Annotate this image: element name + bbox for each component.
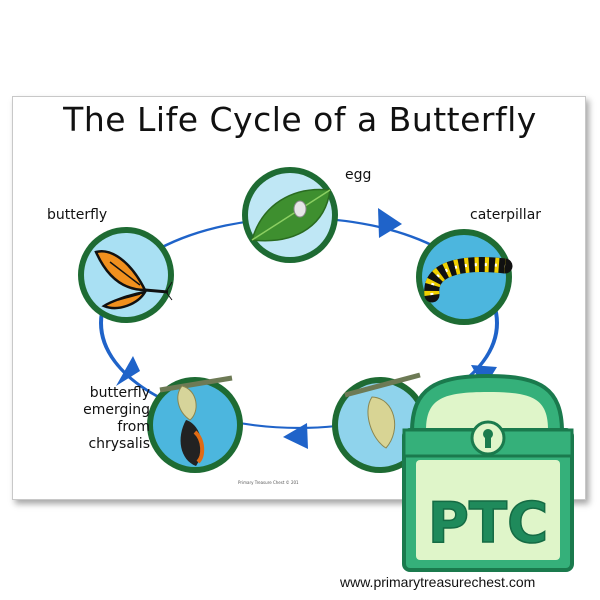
arrow-emerging-to-butterfly: [116, 356, 140, 386]
label-emerging-line3: from: [117, 419, 150, 435]
label-emerging-line1: butterfly: [89, 385, 150, 401]
caterpillar-icon: [424, 257, 513, 303]
label-butterfly: butterfly: [47, 207, 108, 223]
ptc-logo-text: PTC: [428, 491, 548, 556]
label-emerging-line4: chrysalis: [88, 436, 150, 452]
butterfly-stage-circle: [78, 227, 174, 323]
label-caterpillar: caterpillar: [470, 207, 542, 223]
emerging-stage-circle: [147, 375, 243, 473]
keyhole-icon: [470, 420, 506, 456]
arrow-egg-to-caterpillar: [378, 208, 402, 238]
credit-text: Primary Treasure Chest © 201: [238, 480, 299, 485]
chrysalis-icon: [344, 372, 421, 449]
butterfly-icon: [94, 250, 173, 310]
arrow-chrysalis-to-emerging: [283, 423, 308, 449]
page-title: The Life Cycle of a Butterfly: [63, 100, 537, 139]
egg-icon: [293, 200, 307, 218]
egg-stage-circle: [242, 167, 338, 263]
label-emerging-line2: emerging: [83, 402, 150, 418]
label-emerging: butterfly emerging from chrysalis: [60, 385, 150, 453]
ptc-logo: PTC: [402, 373, 574, 572]
leaf-icon: [251, 188, 331, 242]
label-egg: egg: [345, 167, 372, 183]
caterpillar-stage-circle: [416, 229, 513, 325]
emerging-butterfly-icon: [159, 375, 233, 466]
logo-url: www.primarytreasurechest.com: [340, 574, 536, 590]
